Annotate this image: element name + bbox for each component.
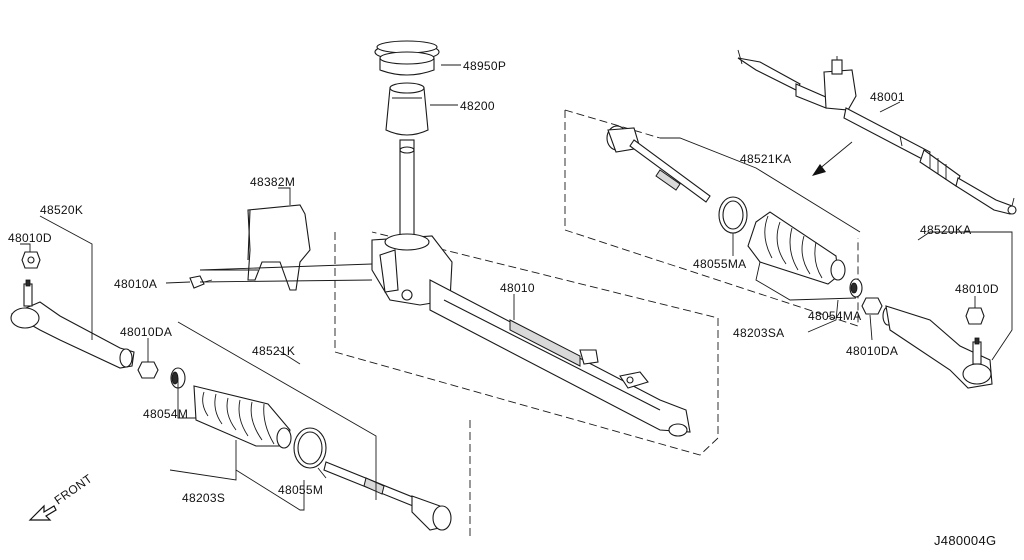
part-label-48382M: 48382M xyxy=(250,175,295,189)
part-label-48521KA: 48521KA xyxy=(740,152,791,166)
nut-48010DA-left xyxy=(137,361,159,379)
nut-48010D-right xyxy=(965,307,985,325)
tie-rod-end-right xyxy=(882,305,993,389)
inner-tie-rod-left xyxy=(323,461,452,531)
clamp-48054MA xyxy=(849,278,863,298)
part-label-48200: 48200 xyxy=(460,99,495,113)
leader-lines xyxy=(20,64,1013,511)
direction-arrow xyxy=(812,141,853,176)
part-label-48010DA-left: 48010DA xyxy=(120,325,172,339)
rack-housing-part xyxy=(371,233,691,437)
boot-48203SA xyxy=(747,211,846,285)
part-label-48010DA-right: 48010DA xyxy=(846,344,898,358)
nut-48010D-left xyxy=(21,251,41,269)
nut-48010DA-right xyxy=(861,297,883,315)
front-arrow-icon xyxy=(28,504,57,521)
part-label-48001: 48001 xyxy=(870,90,905,104)
part-label-48054M: 48054M xyxy=(143,407,188,421)
part-label-48521K: 48521K xyxy=(252,344,295,358)
assembly-outline-left xyxy=(334,231,719,456)
part-label-48054MA: 48054MA xyxy=(808,309,861,323)
part-label-48010D-right: 48010D xyxy=(955,282,999,296)
ring-48055MA xyxy=(718,196,748,234)
bolt-48010A xyxy=(189,275,213,289)
assembly-thumbnail-48001 xyxy=(737,49,1017,215)
part-label-48010D-left: 48010D xyxy=(8,231,52,245)
part-label-48520K: 48520K xyxy=(40,203,83,217)
front-label: FRONT xyxy=(52,471,95,507)
diagram-code: J480004G xyxy=(934,533,996,548)
dust-seal-part xyxy=(374,40,440,76)
part-label-48203SA: 48203SA xyxy=(733,326,784,340)
part-label-48010A: 48010A xyxy=(114,277,157,291)
part-label-48055M: 48055M xyxy=(278,483,323,497)
part-label-48520KA: 48520KA xyxy=(920,223,971,237)
part-label-48055MA: 48055MA xyxy=(693,257,746,271)
tie-rod-end-left xyxy=(10,279,135,369)
part-label-48010: 48010 xyxy=(500,281,535,295)
part-label-48203S: 48203S xyxy=(182,491,225,505)
heat-shield-part xyxy=(247,204,311,291)
pinion-shaft xyxy=(399,139,415,241)
part-label-48950P: 48950P xyxy=(463,59,506,73)
boot-48203S xyxy=(193,385,292,449)
boot-column-part xyxy=(385,82,429,136)
ring-48055M xyxy=(293,427,327,469)
inner-tie-rod-right xyxy=(606,125,711,203)
